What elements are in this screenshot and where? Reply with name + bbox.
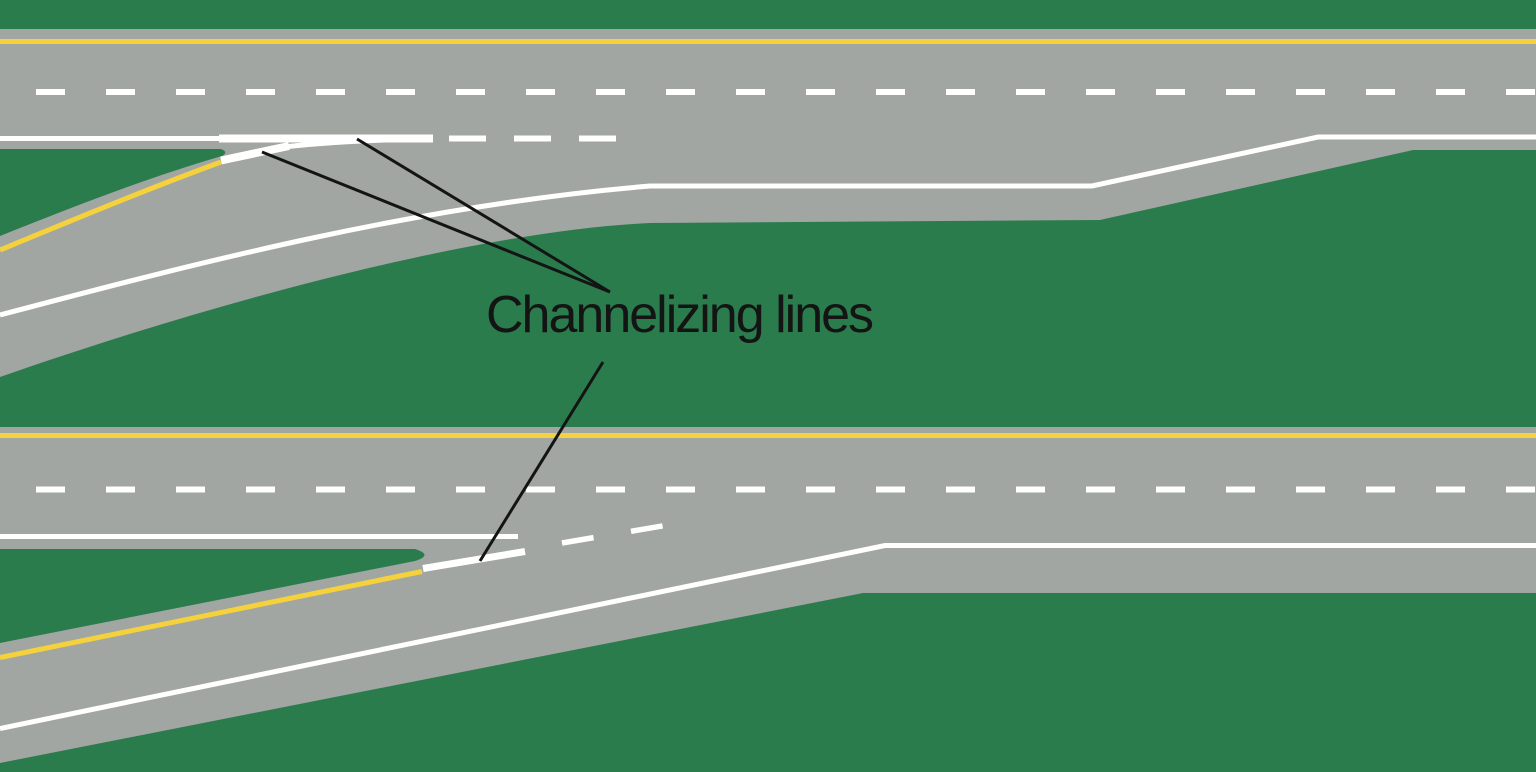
leader-line-top-ramp-channelizing xyxy=(261,150,611,294)
top-gore-converging-line xyxy=(287,136,429,149)
bottom-gore-dotted-extension xyxy=(561,522,669,546)
bottom-roadway-markings xyxy=(0,433,1536,731)
top-roadway-markings xyxy=(0,39,1536,318)
bottom-roadway-pavement xyxy=(0,427,1536,763)
annotation-leader-lines xyxy=(261,137,611,562)
top-channelizing-line-ramp xyxy=(220,142,290,165)
leader-line-bottom-channelizing xyxy=(478,361,605,562)
bottom-ramp-edge-line xyxy=(0,543,1536,731)
top-acceleration-lane-edge-line xyxy=(0,134,1536,318)
leader-line-top-mainline-channelizing xyxy=(356,137,611,294)
bottom-channelizing-line xyxy=(422,548,526,572)
diagram-label: Channelizing lines xyxy=(486,286,874,344)
top-roadway-pavement xyxy=(0,29,1536,377)
bottom-ramp-yellow-edge-line xyxy=(0,569,423,660)
top-ramp-yellow-edge-line xyxy=(0,159,222,253)
